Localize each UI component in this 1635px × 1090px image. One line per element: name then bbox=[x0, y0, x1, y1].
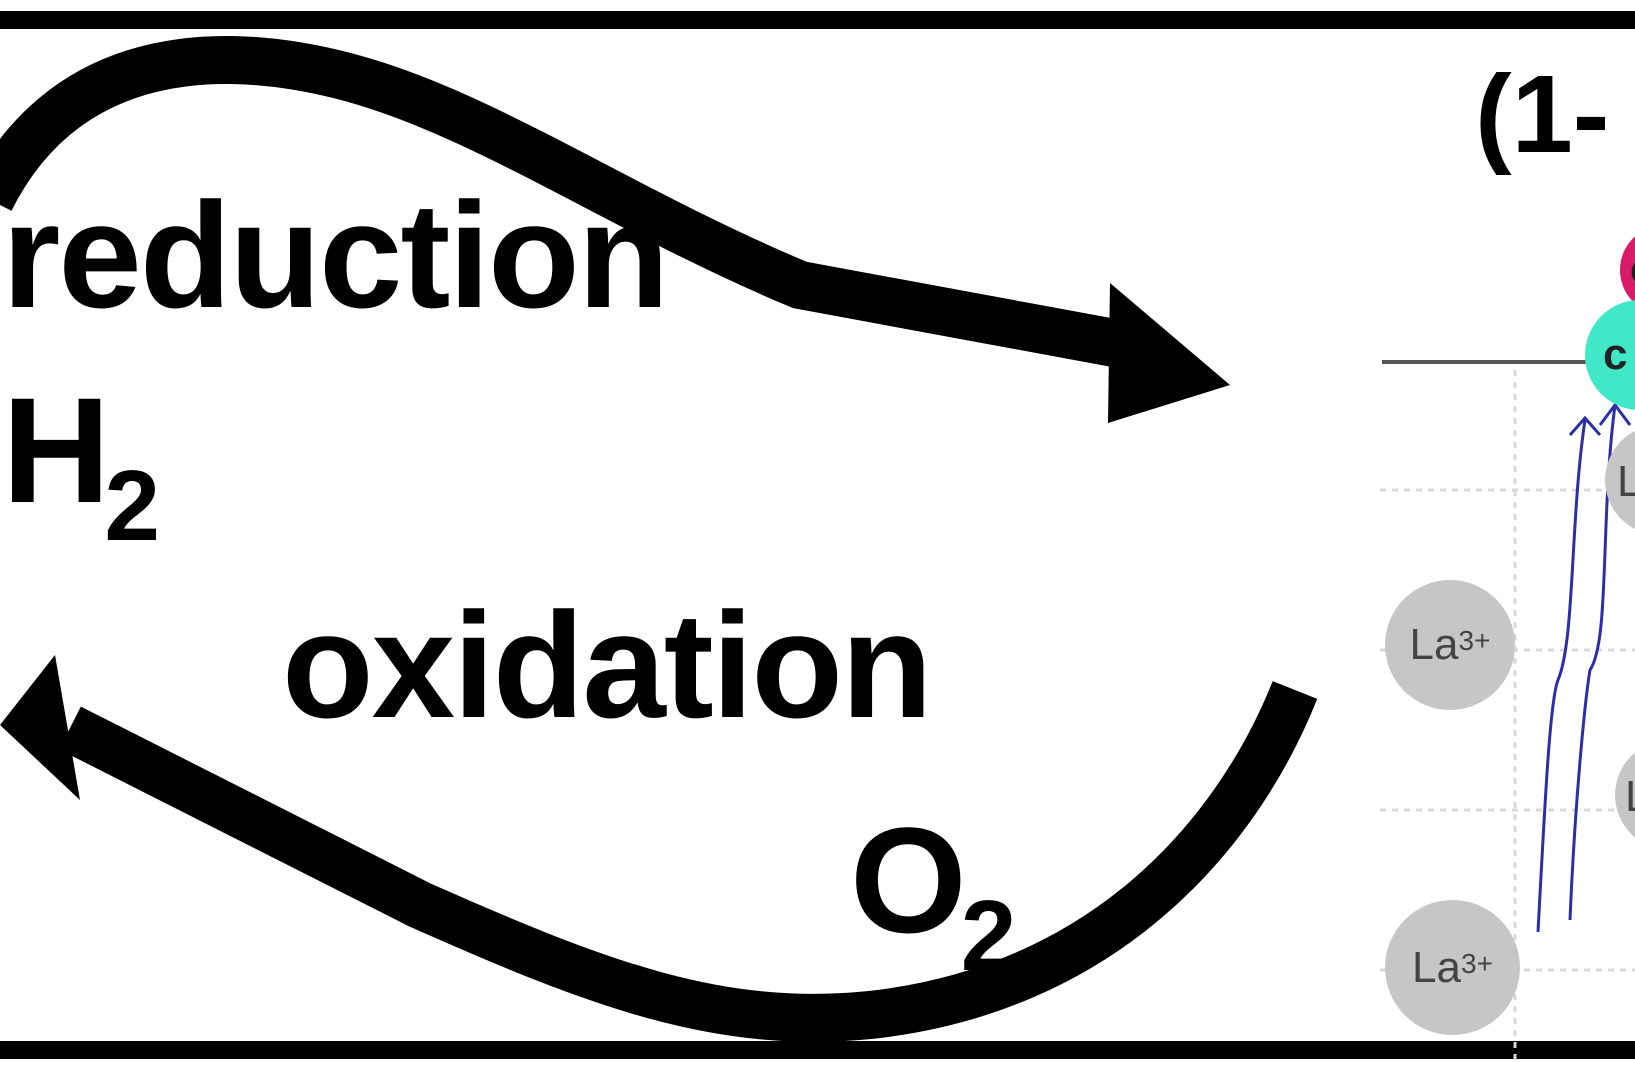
oxidation-arrowhead bbox=[0, 655, 80, 800]
h2-main: H bbox=[2, 366, 110, 534]
reduction-label: reduction bbox=[2, 171, 669, 339]
right-panel-clip: c c L La3+ L La3+ bbox=[1380, 200, 1635, 1060]
reduction-arrowhead bbox=[1108, 283, 1230, 423]
cyan-atom-label: c bbox=[1603, 330, 1628, 379]
o2-subscript: 2 bbox=[960, 880, 1017, 992]
la-ion-middle-charge: 3+ bbox=[1458, 625, 1491, 656]
la-ion-bottom-charge: 3+ bbox=[1461, 947, 1493, 979]
oxidation-arrow bbox=[59, 681, 1318, 1042]
partial-ion-top: L bbox=[1605, 425, 1635, 535]
o2-main: O bbox=[850, 796, 967, 964]
la-ion-bottom-symbol: La bbox=[1412, 942, 1461, 992]
h2-subscript: 2 bbox=[104, 450, 160, 562]
blue-paths bbox=[1536, 402, 1632, 933]
partial-ion-top-label: L bbox=[1617, 457, 1635, 506]
o2-label: O2 bbox=[850, 805, 1016, 986]
la-ion-middle-symbol: La bbox=[1409, 620, 1459, 669]
cyan-atom: c bbox=[1585, 300, 1635, 410]
partial-ion-lower: L bbox=[1615, 740, 1635, 850]
magenta-atom-label: c bbox=[1630, 245, 1635, 293]
oxidation-label: oxidation bbox=[282, 581, 933, 749]
formula-fragment: (1- bbox=[1475, 53, 1610, 176]
h2-label: H2 bbox=[2, 375, 160, 556]
reduction-arrow bbox=[0, 35, 1130, 369]
partial-ion-lower-label: L bbox=[1625, 772, 1635, 822]
